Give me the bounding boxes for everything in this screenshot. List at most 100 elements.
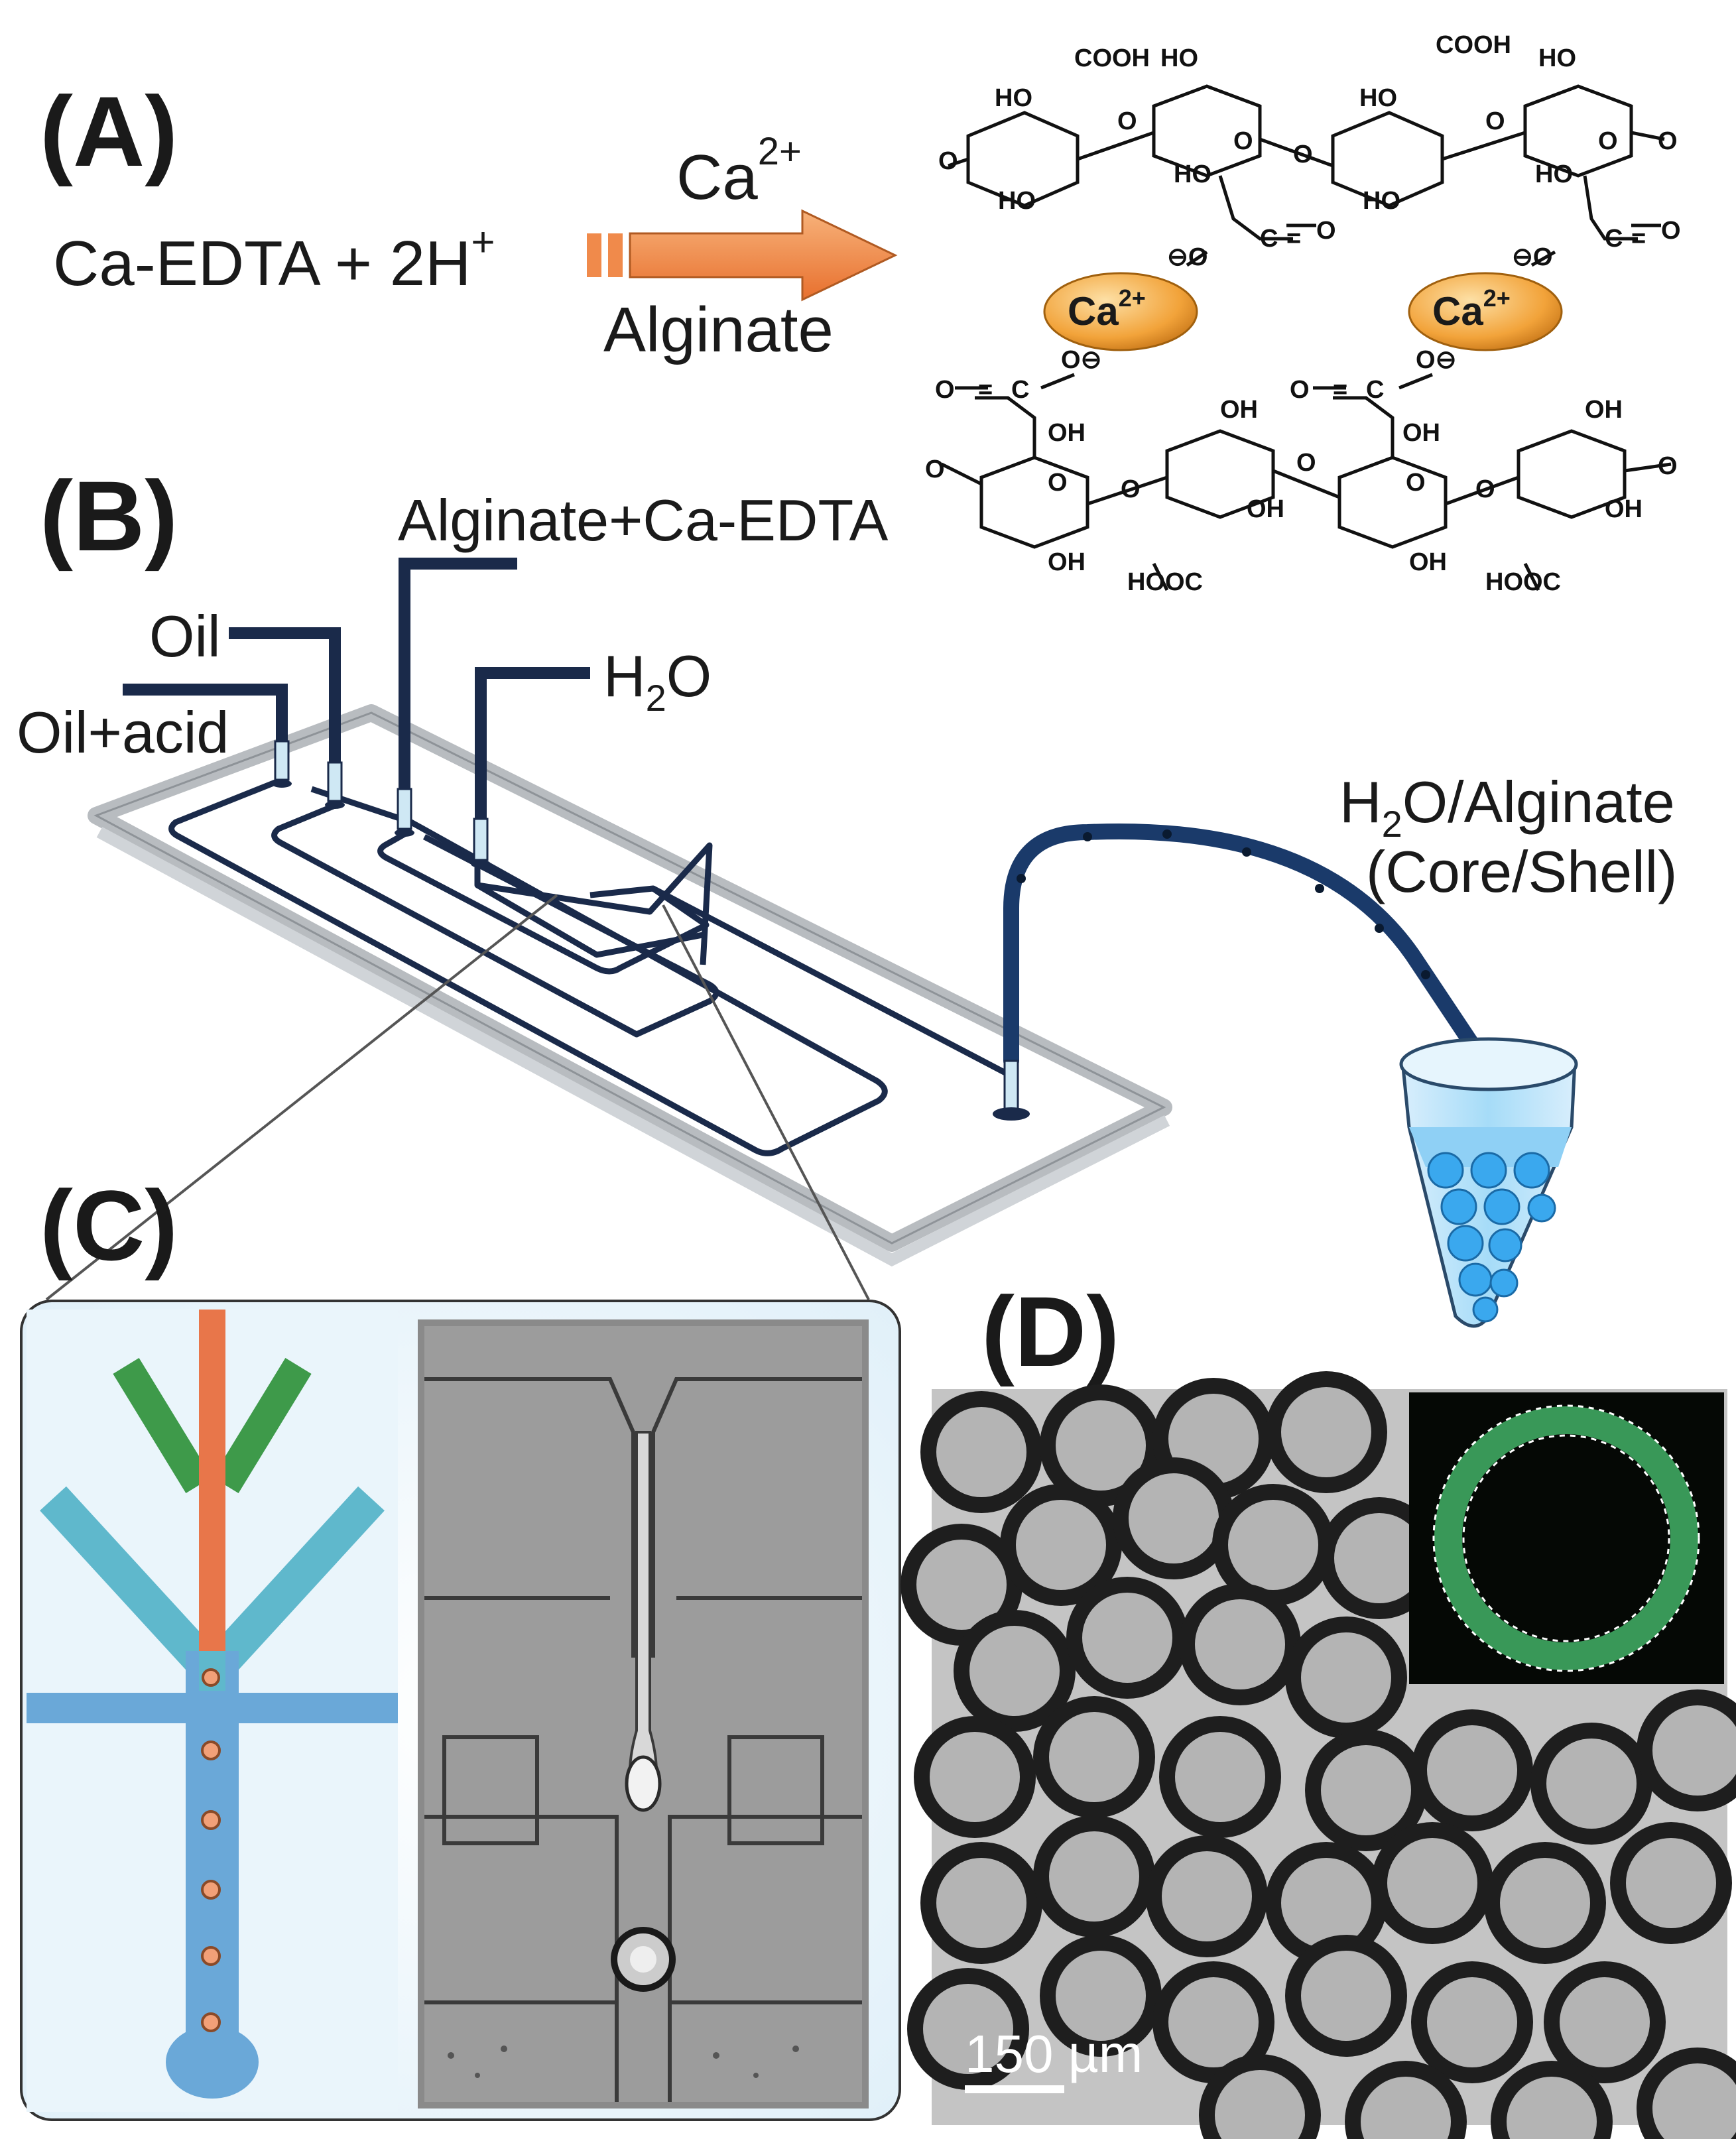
oh-label-6: OH [1605, 495, 1643, 523]
droplet-core [1361, 2077, 1451, 2139]
panel-label-a: (A) [40, 76, 178, 187]
o-neg-label-4: O⊖ [1416, 346, 1456, 374]
panel-label-b: (B) [40, 460, 178, 572]
o-label-4: O [1485, 107, 1505, 135]
calcium-ion-left: Ca2+ [1043, 272, 1198, 351]
oh-label-8: OH [1409, 548, 1447, 576]
label-oil-acid: Oil+acid [17, 700, 229, 765]
oh-label-7: OH [1048, 548, 1085, 576]
droplet-core [1281, 1858, 1371, 1948]
scale-bar: 150 µm [965, 2024, 1143, 2093]
ho-label-8: HO [1363, 187, 1400, 215]
droplet-core [1387, 1838, 1477, 1928]
ho-label-6: HO [1535, 160, 1573, 188]
oh-label-1: OH [1048, 419, 1085, 447]
eq-label-4: = [1333, 376, 1347, 404]
label-oil: Oil [149, 603, 221, 669]
inlet-alginate [395, 558, 517, 837]
c-label-2: C [1605, 225, 1623, 253]
collection-tube [1399, 1037, 1578, 1328]
droplet-core [1228, 1500, 1318, 1590]
o-label-5: O [1658, 127, 1678, 155]
core-droplets [201, 1668, 221, 2032]
droplet-core [1016, 1500, 1106, 1590]
outlet-label-line2: (Core/Shell) [1366, 839, 1677, 904]
droplet-core [936, 1858, 1026, 1948]
oh-label-5: OH [1247, 495, 1284, 523]
droplet-core [1507, 2077, 1597, 2139]
o-label-18: O [1406, 469, 1426, 497]
droplet-core [1500, 1858, 1590, 1948]
o-label-14: O [1296, 449, 1316, 477]
droplet-core [1056, 1951, 1146, 2041]
hooc-label-2: HOOC [1485, 568, 1561, 596]
droplet-core [1049, 1712, 1139, 1802]
o-label-16: O [1658, 452, 1678, 480]
ho-label-4: HO [1359, 84, 1397, 112]
droplet-core [1334, 1513, 1424, 1603]
eq-label-1: = [1286, 225, 1301, 253]
droplet-core [1162, 1851, 1252, 1941]
reactant-sup: + [471, 219, 495, 265]
eq-label-3: = [978, 376, 993, 404]
oh-label-3: OH [1402, 419, 1440, 447]
droplet-core [930, 1732, 1020, 1822]
oh-label-2: OH [1220, 396, 1258, 424]
arrow-top-sup: 2+ [758, 130, 802, 173]
fluorescence-inset [1409, 1392, 1724, 1684]
o-label-17: O [1048, 469, 1068, 497]
panel-label-d: (D) [981, 1276, 1119, 1387]
inlet-oil [229, 627, 345, 809]
droplet-core [1082, 1593, 1172, 1683]
o-neg-label-2: ⊖O [1512, 243, 1552, 271]
hooc-label-1: HOOC [1127, 568, 1203, 596]
arrow-top-main: Ca [676, 142, 758, 213]
droplet-core [1546, 1739, 1637, 1829]
alginate-structure [940, 84, 1672, 591]
arrow-top-label: Ca2+ [676, 130, 802, 213]
droplet-core [1652, 1705, 1736, 1796]
o-label-6: O [1233, 127, 1253, 155]
o-label-12: O [925, 456, 945, 483]
droplet-core [1626, 1838, 1716, 1928]
svg-text:Ca2+: Ca2+ [1432, 284, 1511, 334]
label-alginate-ca-edta: Alginate+Ca-EDTA [398, 487, 889, 553]
o-label-13: O [1121, 475, 1141, 503]
o-label-9: O [1661, 217, 1681, 245]
droplet-core [1652, 2063, 1736, 2139]
reactant-text: Ca-EDTA + 2H+ [53, 219, 495, 299]
c-label-3: C [1011, 376, 1029, 404]
ho-label-2: HO [1160, 44, 1198, 72]
label-water: H2O [603, 643, 712, 719]
eq-label-2: = [1631, 225, 1646, 253]
o-neg-label-1: ⊖O [1167, 243, 1208, 271]
o-label-10: O [935, 376, 955, 404]
ho-label-5: HO [1538, 44, 1576, 72]
inlet-oil-acid [123, 684, 292, 788]
junction-schematic [27, 1310, 398, 2112]
inlet-water [471, 667, 590, 868]
o-label-3: O [1293, 141, 1313, 168]
droplet-core [1195, 1599, 1285, 1689]
droplet-core [1175, 1732, 1265, 1822]
channel-network [168, 778, 1010, 1156]
droplets [900, 1371, 1736, 2139]
droplet-core [1301, 1951, 1391, 2041]
droplet-core [1301, 1632, 1391, 1723]
droplet-core [936, 1407, 1026, 1497]
junction-micrograph [418, 1319, 869, 2108]
ho-label-7: HO [998, 187, 1036, 215]
o-label-8: O [1316, 217, 1336, 245]
o-label-1: O [938, 147, 958, 175]
o-label-15: O [1475, 475, 1495, 503]
ho-label-3: HO [1174, 160, 1211, 188]
droplet-core [1560, 1977, 1650, 2067]
droplet-core [1129, 1473, 1219, 1563]
panel-label-c: (C) [40, 1170, 178, 1281]
reactant-main: Ca-EDTA + 2H [53, 228, 471, 299]
droplet-core [1321, 1745, 1411, 1835]
o-label-7: O [1598, 127, 1618, 155]
droplet-core [1056, 1400, 1146, 1491]
droplet-core [1215, 2070, 1305, 2139]
